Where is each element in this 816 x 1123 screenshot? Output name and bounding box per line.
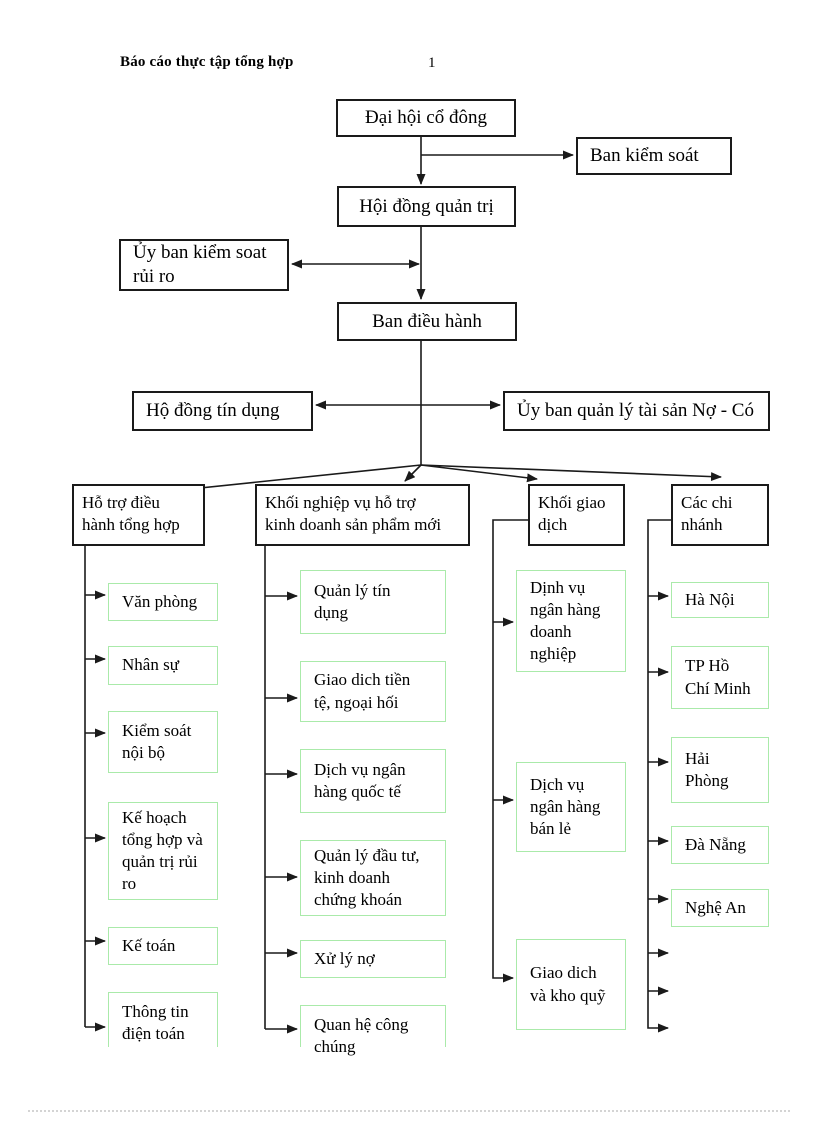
column1-connectors — [84, 546, 106, 1032]
page-number: 1 — [428, 55, 436, 71]
unit-ke-toan: Kế toán — [108, 927, 218, 965]
column-header-cac-chi-nhanh: Các chi nhánh — [671, 484, 769, 546]
unit-xu-ly-no: Xử lý nợ — [300, 940, 446, 978]
document-header-title: Báo cáo thực tập tổng hợp — [120, 54, 294, 70]
unit-nhan-su: Nhân sự — [108, 646, 218, 685]
unit-van-phong: Văn phòng — [108, 583, 218, 621]
branch-ha-noi: Hà Nội — [671, 582, 769, 618]
unit-dich-vu-ngan-hang-quoc-te: Dịch vụ ngân hàng quốc tế — [300, 749, 446, 813]
unit-quan-ly-tin-dung: Quản lý tín dụng — [300, 570, 446, 634]
unit-ke-hoach-tong-hop: Kế hoạch tổng hợp và quản trị rủi ro — [108, 802, 218, 900]
box-ban-kiem-soat: Ban kiểm soát — [576, 137, 732, 175]
column2-connectors — [264, 546, 298, 1034]
unit-giao-dich-tien-te: Giao dich tiền tệ, ngoại hối — [300, 661, 446, 722]
branch-hai-phong: Hải Phòng — [671, 737, 769, 803]
box-hoi-dong-quan-tri: Hội đồng quản trị — [337, 186, 516, 227]
unit-quan-he-cong-chung: Quan hệ công chúng — [300, 1005, 446, 1056]
unit-quan-ly-dau-tu: Quản lý đầu tư, kinh doanh chứng khoán — [300, 840, 446, 916]
column4-connectors — [647, 519, 671, 1033]
box-uy-ban-kiem-soat-rui-ro: Ủy ban kiểm soat rủi ro — [119, 239, 289, 291]
unit-kiem-soat-noi-bo: Kiểm soát nội bộ — [108, 711, 218, 773]
column-header-khoi-nghiep-vu: Khối nghiệp vụ hỗ trợ kinh doanh sản phẩ… — [255, 484, 470, 546]
page-break-divider — [28, 1110, 790, 1112]
unit-dich-vu-nh-doanh-nghiep: Dịnh vụ ngân hàng doanh nghiệp — [516, 570, 626, 672]
unit-dich-vu-nh-ban-le: Dịch vụ ngân hàng bán lẻ — [516, 762, 626, 852]
box-ho-dong-tin-dung: Hộ đồng tín dụng — [132, 391, 313, 431]
branch-nghe-an: Nghệ An — [671, 889, 769, 927]
box-uy-ban-quan-ly-tai-san: Ủy ban quản lý tài sản Nợ - Có — [503, 391, 770, 431]
branch-da-nang: Đà Nẵng — [671, 826, 769, 864]
box-ban-dieu-hanh: Ban điều hành — [337, 302, 517, 341]
column-header-ho-tro-dieu-hanh: Hỗ trợ điều hành tổng hợp — [72, 484, 205, 546]
box-dai-hoi-co-dong: Đại hội cổ đông — [336, 99, 516, 137]
unit-thong-tin-dien-toan: Thông tin điện toán — [108, 992, 218, 1047]
unit-giao-dich-kho-quy: Giao dich và kho quỹ — [516, 939, 626, 1030]
branch-tp-ho-chi-minh: TP Hồ Chí Minh — [671, 646, 769, 709]
column-header-khoi-giao-dich: Khối giao dịch — [528, 484, 625, 546]
